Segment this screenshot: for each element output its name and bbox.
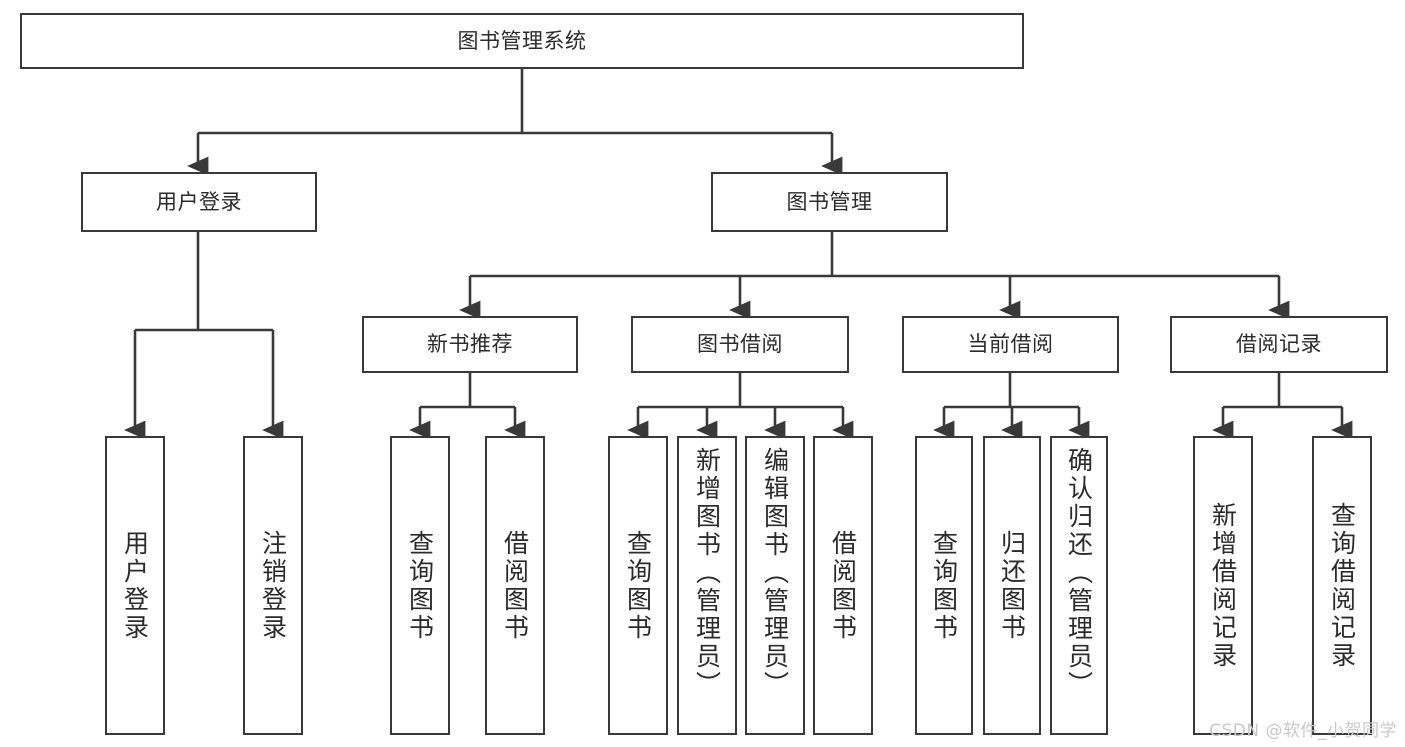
- node-root-library-system[interactable]: 图书管理系统: [20, 13, 1024, 69]
- node-label: 用户登录: [156, 189, 242, 214]
- node-label: 注销登录: [258, 529, 288, 642]
- node-label: 查询图书: [623, 529, 653, 642]
- leaf-return-book[interactable]: 归还图书: [983, 436, 1041, 735]
- node-label: 图书借阅: [697, 332, 783, 357]
- node-new-book-recommend[interactable]: 新书推荐: [362, 316, 578, 373]
- leaf-confirm-return-admin[interactable]: 确认归还（管理员）: [1050, 436, 1108, 735]
- node-label: 新书推荐: [427, 332, 513, 357]
- node-user-login[interactable]: 用户登录: [81, 172, 317, 232]
- leaf-logout[interactable]: 注销登录: [243, 436, 303, 735]
- node-label: 图书管理: [786, 189, 873, 214]
- leaf-add-book-admin[interactable]: 新增图书（管理员）: [677, 436, 737, 735]
- node-label: 借阅图书: [500, 529, 530, 642]
- node-label: 借阅记录: [1236, 332, 1322, 357]
- node-book-borrow[interactable]: 图书借阅: [631, 316, 849, 373]
- node-label: 用户登录: [120, 529, 150, 642]
- leaf-add-borrow-record[interactable]: 新增借阅记录: [1193, 436, 1253, 735]
- node-label: 查询图书: [929, 529, 959, 642]
- node-label: 借阅图书: [828, 529, 858, 642]
- node-book-management[interactable]: 图书管理: [711, 172, 948, 232]
- leaf-borrow-book[interactable]: 借阅图书: [813, 436, 873, 735]
- node-label: 查询借阅记录: [1327, 501, 1357, 670]
- leaf-query-book-current[interactable]: 查询图书: [915, 436, 973, 735]
- node-label: 当前借阅: [967, 332, 1054, 357]
- node-label: 确认归还（管理员）: [1064, 447, 1094, 699]
- leaf-query-book-new[interactable]: 查询图书: [390, 436, 450, 735]
- node-label: 新增借阅记录: [1208, 501, 1238, 670]
- node-label: 图书管理系统: [457, 28, 587, 53]
- leaf-borrow-book-new[interactable]: 借阅图书: [485, 436, 545, 735]
- leaf-edit-book-admin[interactable]: 编辑图书（管理员）: [745, 436, 805, 735]
- leaf-query-borrow-record[interactable]: 查询借阅记录: [1312, 436, 1372, 735]
- node-label: 新增图书（管理员）: [692, 447, 722, 699]
- leaf-user-login[interactable]: 用户登录: [105, 436, 165, 735]
- node-borrow-record[interactable]: 借阅记录: [1170, 316, 1388, 373]
- node-label: 归还图书: [997, 529, 1027, 642]
- leaf-query-book-borrow[interactable]: 查询图书: [608, 436, 668, 735]
- csdn-watermark: CSDN @软件_小贺同学: [1209, 721, 1397, 741]
- node-current-borrow[interactable]: 当前借阅: [902, 316, 1119, 373]
- node-label: 查询图书: [405, 529, 435, 642]
- node-label: 编辑图书（管理员）: [760, 447, 790, 699]
